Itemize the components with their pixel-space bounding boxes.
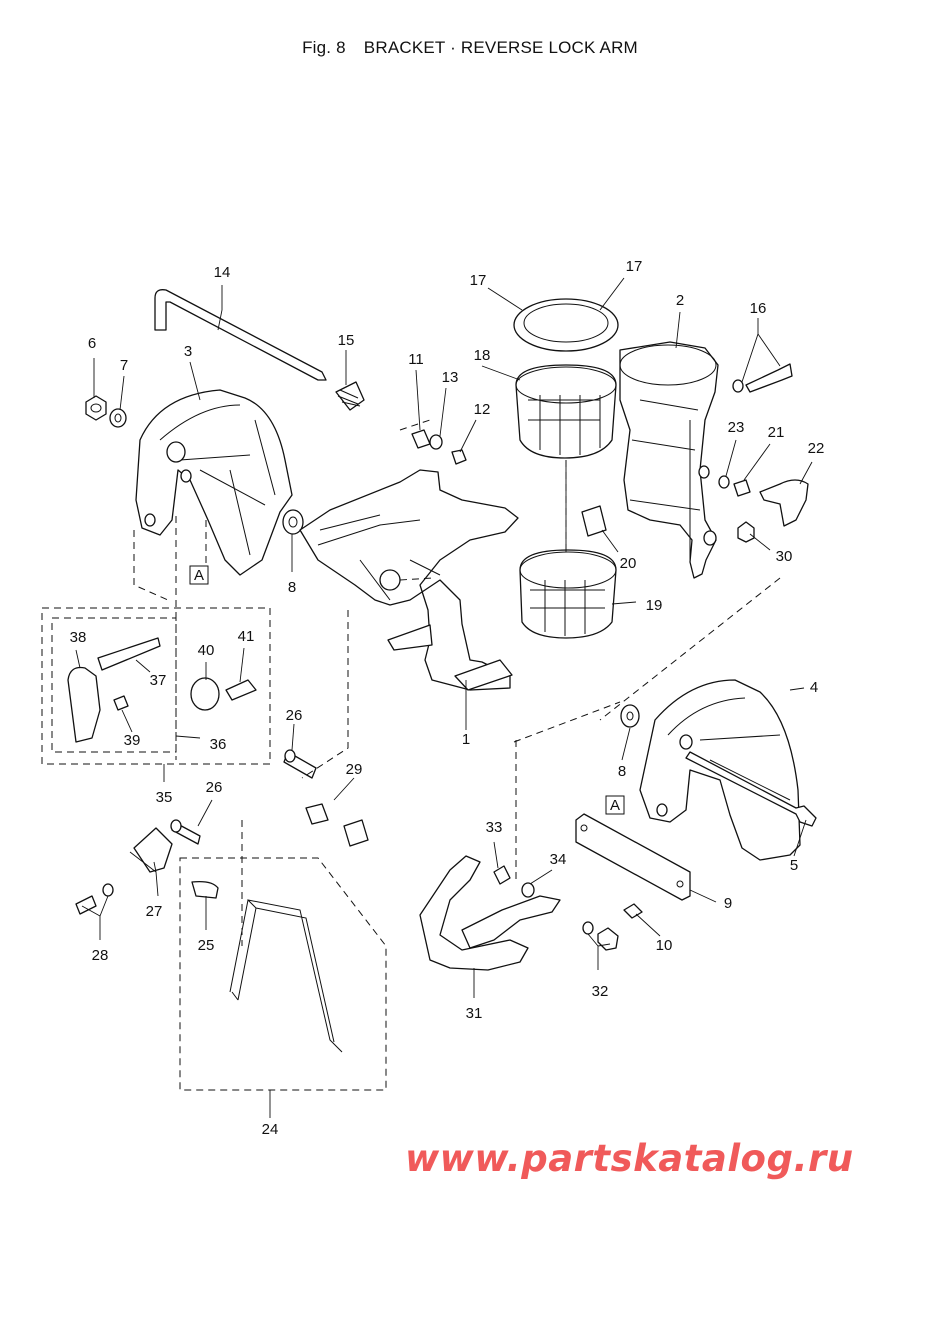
- callout-35: 35: [156, 789, 173, 806]
- figure-title: Fig. 8 BRACKET · REVERSE LOCK ARM: [0, 38, 940, 58]
- part-10-bolt: [623, 903, 643, 919]
- part-3-clamp-bracket-left: [135, 389, 293, 576]
- callout-37: 37: [150, 672, 167, 689]
- part-33-spring: [493, 865, 511, 885]
- part-18-bushing-upper: [515, 364, 617, 459]
- part-30-bolt: [737, 521, 755, 543]
- callout-30: 30: [776, 548, 793, 565]
- callout-36: 36: [210, 736, 227, 753]
- callout-41: 41: [238, 628, 255, 645]
- callout-12: 12: [474, 401, 491, 418]
- group-24-reverse-lock-rod: [179, 857, 387, 1091]
- part-5-bolt: [685, 751, 817, 827]
- callout-9: 9: [724, 895, 732, 912]
- figure-number: Fig. 8: [302, 38, 346, 57]
- part-20-pad: [581, 505, 607, 537]
- part-22-knob: [759, 479, 809, 527]
- callout-19: 19: [646, 597, 663, 614]
- callout-10: 10: [656, 937, 673, 954]
- callout-15: 15: [338, 332, 355, 349]
- callout-22: 22: [808, 440, 825, 457]
- part-9-plate: [575, 813, 691, 901]
- part-16-bolt-washer: [732, 363, 793, 393]
- callout-8-lower: 8: [618, 763, 626, 780]
- callout-4: 4: [810, 679, 818, 696]
- callout-3: 3: [184, 343, 192, 360]
- part-6-nut: [85, 395, 107, 421]
- part-8-washer-lower: [620, 704, 640, 728]
- callout-14: 14: [214, 264, 231, 281]
- callout-28: 28: [92, 947, 109, 964]
- callout-21: 21: [768, 424, 785, 441]
- callout-38: 38: [70, 629, 87, 646]
- part-2-swivel-housing: [619, 341, 719, 579]
- callout-8-upper: 8: [288, 579, 296, 596]
- callout-40: 40: [198, 642, 215, 659]
- part-7-washer: [109, 408, 127, 428]
- part-26-pin-lower: [170, 819, 201, 845]
- reference-box-a-upper: A: [189, 565, 209, 585]
- reference-box-a-lower: A: [605, 795, 625, 815]
- part-39-bolt: [113, 695, 129, 711]
- group-36-tilt-lock-assembly: [41, 607, 271, 765]
- callout-31: 31: [466, 1005, 483, 1022]
- callout-1: 1: [462, 731, 470, 748]
- part-17-thrust-rings: [513, 298, 619, 352]
- callout-39: 39: [124, 732, 141, 749]
- part-1-swivel-bracket: [299, 469, 519, 691]
- figure-name: BRACKET · REVERSE LOCK ARM: [363, 38, 638, 57]
- callout-2: 2: [676, 292, 684, 309]
- part-19-bushing-lower: [519, 549, 617, 639]
- callout-16: 16: [750, 300, 767, 317]
- callout-23: 23: [728, 419, 745, 436]
- callout-29: 29: [346, 761, 363, 778]
- part-41-bolt: [225, 679, 257, 701]
- part-37-bolt: [97, 637, 161, 671]
- callout-5: 5: [790, 857, 798, 874]
- callout-26-upper: 26: [286, 707, 303, 724]
- part-12-bolt: [451, 449, 467, 465]
- part-13-washer: [429, 434, 443, 450]
- part-28-bolt-washer: [75, 883, 114, 915]
- part-25-pin: [191, 880, 219, 899]
- leader-lines: [75, 277, 813, 1118]
- part-27-bracket: [133, 827, 173, 873]
- callout-33: 33: [486, 819, 503, 836]
- svg-text:A: A: [610, 797, 620, 814]
- part-8-washer-upper: [282, 509, 304, 535]
- callout-34: 34: [550, 851, 567, 868]
- callout-32: 32: [592, 983, 609, 1000]
- part-29-springs: [305, 803, 369, 847]
- part-21-spring: [733, 479, 751, 497]
- callout-11: 11: [408, 351, 424, 368]
- part-40-disc: [190, 677, 220, 711]
- part-14-tilt-rod: [154, 289, 327, 381]
- part-34-clip: [521, 882, 535, 898]
- callout-27: 27: [146, 903, 163, 920]
- svg-text:A: A: [194, 567, 204, 584]
- callout-20: 20: [620, 555, 637, 572]
- watermark-text: www.partskatalog.ru: [405, 1137, 854, 1180]
- part-23-washer: [718, 475, 730, 489]
- callout-labels: 1 2 3 4 5 6 7 8 8 9 10 11 12 13 14 15 16…: [70, 258, 825, 1138]
- callout-7: 7: [120, 357, 128, 374]
- callout-18: 18: [474, 347, 491, 364]
- callout-25: 25: [198, 937, 215, 954]
- callout-26-lower: 26: [206, 779, 223, 796]
- callout-17-left: 17: [470, 272, 487, 289]
- callout-13: 13: [442, 369, 459, 386]
- part-11-grease-nipple: [411, 429, 431, 449]
- part-38-lever: [67, 666, 101, 743]
- callout-24: 24: [262, 1121, 279, 1138]
- part-15-spring: [335, 381, 365, 411]
- part-31-reverse-lock-arm: [419, 855, 561, 971]
- callout-17-right: 17: [626, 258, 643, 275]
- part-26-pin-upper: [283, 749, 317, 779]
- callout-6: 6: [88, 335, 96, 352]
